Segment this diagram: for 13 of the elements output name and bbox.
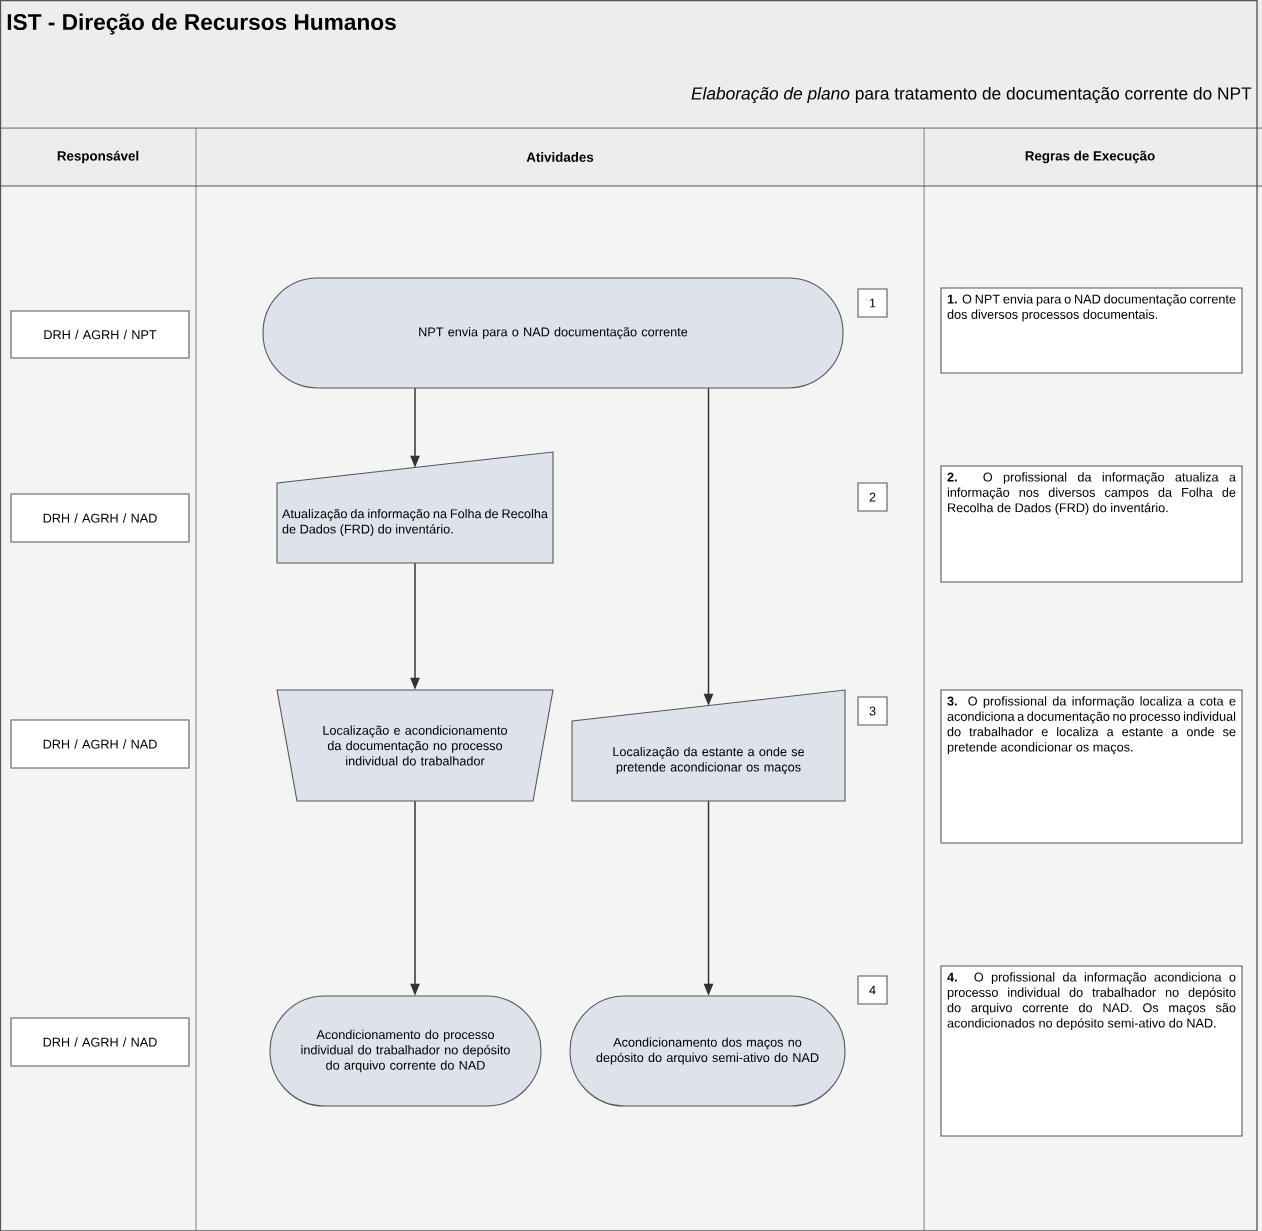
- column-header: Responsável: [57, 150, 139, 164]
- step-number: 4: [857, 975, 888, 1005]
- column-header: Regras de Execução: [1025, 150, 1155, 164]
- role-box: DRH / AGRH / NAD: [10, 719, 190, 769]
- step-number: 3: [857, 696, 888, 726]
- subtitle: Elaboração de plano para tratamento de documentação corrente do NPT: [691, 86, 1252, 104]
- title: IST - Direção de Recursos Humanos: [7, 13, 396, 35]
- step-number: 1: [857, 288, 888, 318]
- role-box: DRH / AGRH / NAD: [10, 493, 190, 543]
- role-box: DRH / AGRH / NPT: [10, 310, 190, 359]
- column-header: Atividades: [526, 152, 594, 162]
- step-number: 2: [857, 482, 888, 512]
- role-box: DRH / AGRH / NAD: [10, 1017, 190, 1067]
